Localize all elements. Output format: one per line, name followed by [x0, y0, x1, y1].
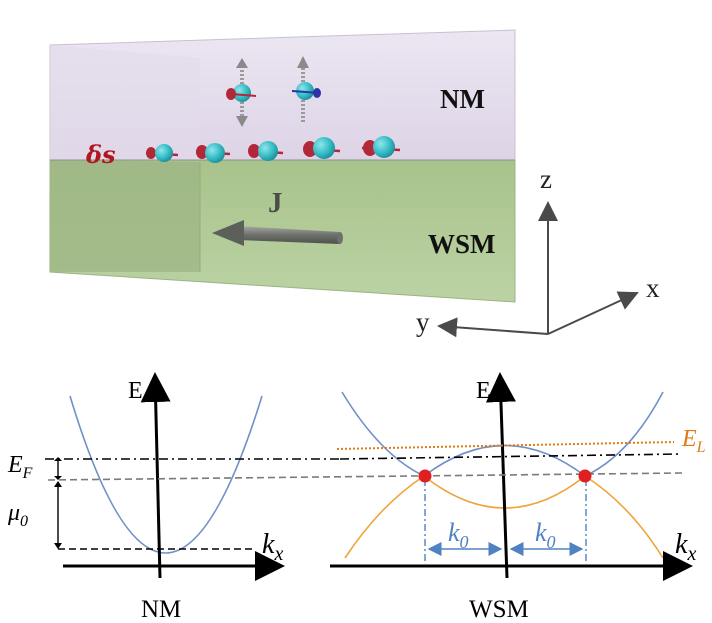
z-axis-label: z: [540, 164, 552, 194]
x-axis-label: x: [646, 273, 660, 303]
spin-up-down-electron: [226, 58, 257, 127]
coordinate-axes: z x y: [416, 164, 660, 338]
wsm-lower-band-right: [584, 475, 664, 559]
wsm-upper-band-right: [584, 391, 664, 477]
nm-caption: NM: [141, 596, 181, 623]
k0-left-label: k0: [448, 518, 469, 552]
spin-up-electron: [291, 56, 321, 122]
interface-electron: [248, 141, 284, 161]
nm-energy-axis: [140, 372, 171, 579]
nm-energy-label: E: [128, 378, 143, 404]
interface-electron: [361, 136, 401, 158]
y-axis: [437, 317, 549, 338]
wsm-layer-side: [50, 160, 200, 272]
weyl-node-right: [578, 469, 592, 483]
wsm-kx-label: kx: [675, 529, 696, 565]
wsm-fermi-level: [339, 453, 681, 460]
el-level: [336, 441, 675, 450]
wsm-layer-label: WSM: [428, 229, 496, 259]
wsm-band-diagram: E EL k0 k0 kx WSM: [47, 372, 706, 623]
k0-right-label: k0: [535, 518, 556, 552]
nm-band-diagram: E EF μ0 kx NM: [7, 372, 340, 623]
weyl-node-left: [418, 469, 432, 483]
wsm-energy-label: E: [476, 378, 491, 404]
wsm-upper-band-middle: [423, 444, 586, 477]
wsm-upper-band-left: [341, 391, 425, 477]
mu0-label: μ0: [7, 500, 28, 530]
heterostructure-schematic: δs NM WSM J: [49, 29, 516, 303]
nm-layer-side: [50, 45, 200, 160]
node-level: [47, 472, 684, 481]
wsm-lower-band-left: [344, 475, 425, 559]
el-label: EL: [681, 426, 706, 456]
current-label: J: [268, 187, 283, 219]
fermi-energy-label: EF: [7, 452, 33, 482]
interface-spin-electrons: [145, 136, 401, 163]
current-arrow: [212, 220, 343, 246]
nm-parabola: [69, 395, 263, 554]
wsm-caption: WSM: [469, 596, 529, 623]
ds-label: δs: [85, 140, 116, 169]
interface-electron: [195, 143, 231, 163]
interface-electron: [303, 137, 341, 159]
x-axis: [547, 291, 639, 335]
y-axis-label: y: [416, 307, 430, 337]
nm-kx-label: kx: [262, 529, 283, 565]
nm-layer-label: NM: [440, 84, 485, 114]
wsm-energy-axis: [485, 372, 516, 579]
interface-electron: [145, 144, 179, 162]
